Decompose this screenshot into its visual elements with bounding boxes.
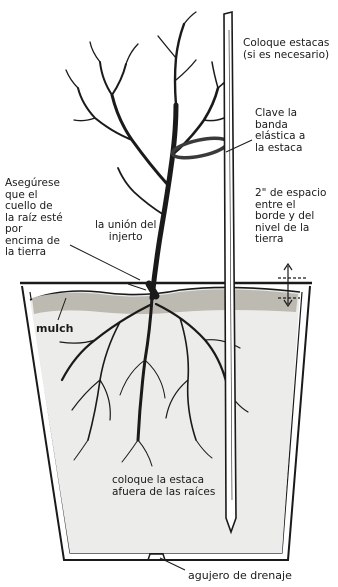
label-mulch: mulch [36,323,73,335]
stake [224,12,236,532]
label-graft-union: la unión del injerto [95,220,156,243]
leader-graft [128,284,146,290]
label-soil-gap: 2" de espacio entre el borde y del nivel… [255,188,326,246]
elastic-band [171,134,229,161]
label-stake-placement: coloque la estaca afuera de las raíces [112,475,215,498]
label-elastic-band: Clave la banda elástica a la estaca [255,108,305,154]
label-root-collar: Asegúrese que el cuello de la raíz esté … [5,178,63,259]
label-drain-hole: agujero de drenaje [188,570,292,582]
leader-collar [70,245,140,280]
branch-top [175,24,184,105]
band-loop [171,134,229,161]
trunk [152,105,176,298]
branch-low-left [118,168,164,215]
label-stake: Coloque estacas (si es necesario) [243,38,329,61]
branch-left-3 [66,42,138,121]
stake-body [224,12,236,532]
